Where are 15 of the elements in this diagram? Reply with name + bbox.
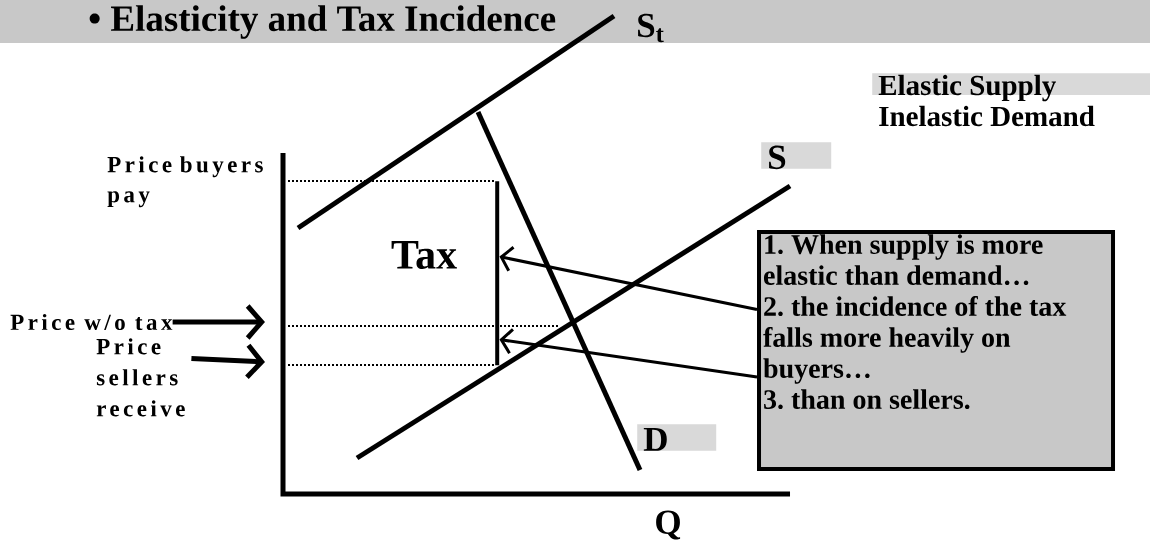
- axis-label: Price buyers pay: [107, 156, 263, 208]
- area-label: Tax: [391, 241, 457, 269]
- arrow: [499, 246, 758, 311]
- callout-box: 1. When supply is more elastic than demand… 2. the incidence of the tax falls more heavily on buyers… 3. than on sellers.: [757, 230, 1115, 471]
- arrow: [172, 304, 265, 340]
- curve-label-box: D: [637, 424, 717, 451]
- curve-label-box: S: [761, 142, 832, 170]
- label-box: Elastic Supply Inelastic Demand: [872, 73, 1150, 127]
- curve-label: S$_{t}$: [638, 13, 664, 43]
- arrow: [499, 328, 758, 379]
- axis-label: Price sellers receive: [96, 338, 185, 417]
- axis-label: Q: [656, 510, 681, 540]
- node-label: Inelastic Demand: [879, 105, 1095, 127]
- axis-label: Price w/o tax: [10, 313, 173, 331]
- arrow: [191, 343, 265, 379]
